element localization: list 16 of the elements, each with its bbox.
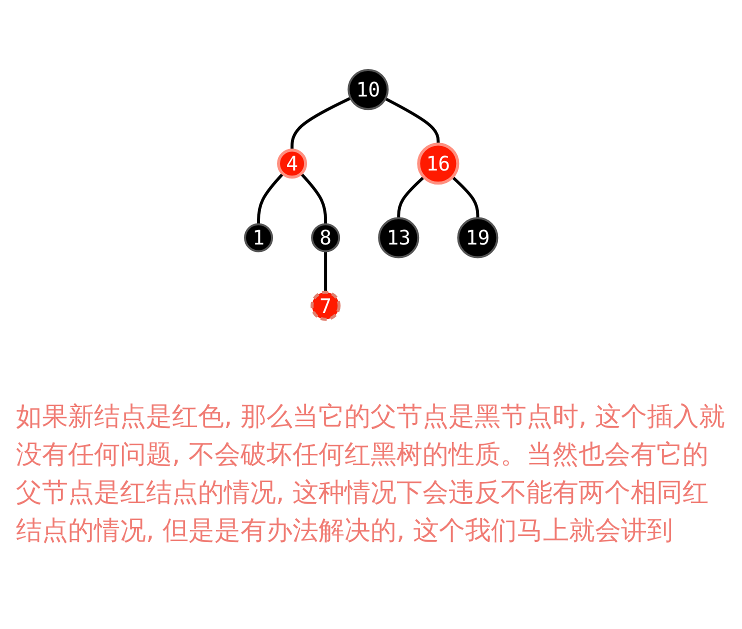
caption: 如果新结点是红色, 那么当它的父节点是黑节点时, 这个插入就没有任何问题, 不会破坏任何红黑树的性质。当然也会有它的父节点是红结点的情况, 这种情况下会违反不能有两个相同红结点的情况, 但是是有办法解决的, 这个我们马上就会讲到 (16, 401, 726, 548)
node-circle: 13 (378, 216, 420, 258)
node-circle: 16 (417, 142, 460, 184)
node-circle: 7 (310, 290, 340, 320)
connector (300, 172, 327, 224)
node-circle: 4 (276, 148, 307, 178)
node-circle: 8 (310, 222, 340, 252)
connector (397, 176, 425, 218)
node-circle: 10 (347, 68, 389, 110)
connector (324, 250, 327, 292)
connector (290, 96, 352, 150)
connector (256, 172, 284, 224)
node-circle: 1 (244, 222, 273, 252)
connector (384, 96, 440, 144)
node-circle: 19 (457, 216, 498, 258)
connector (451, 176, 480, 218)
